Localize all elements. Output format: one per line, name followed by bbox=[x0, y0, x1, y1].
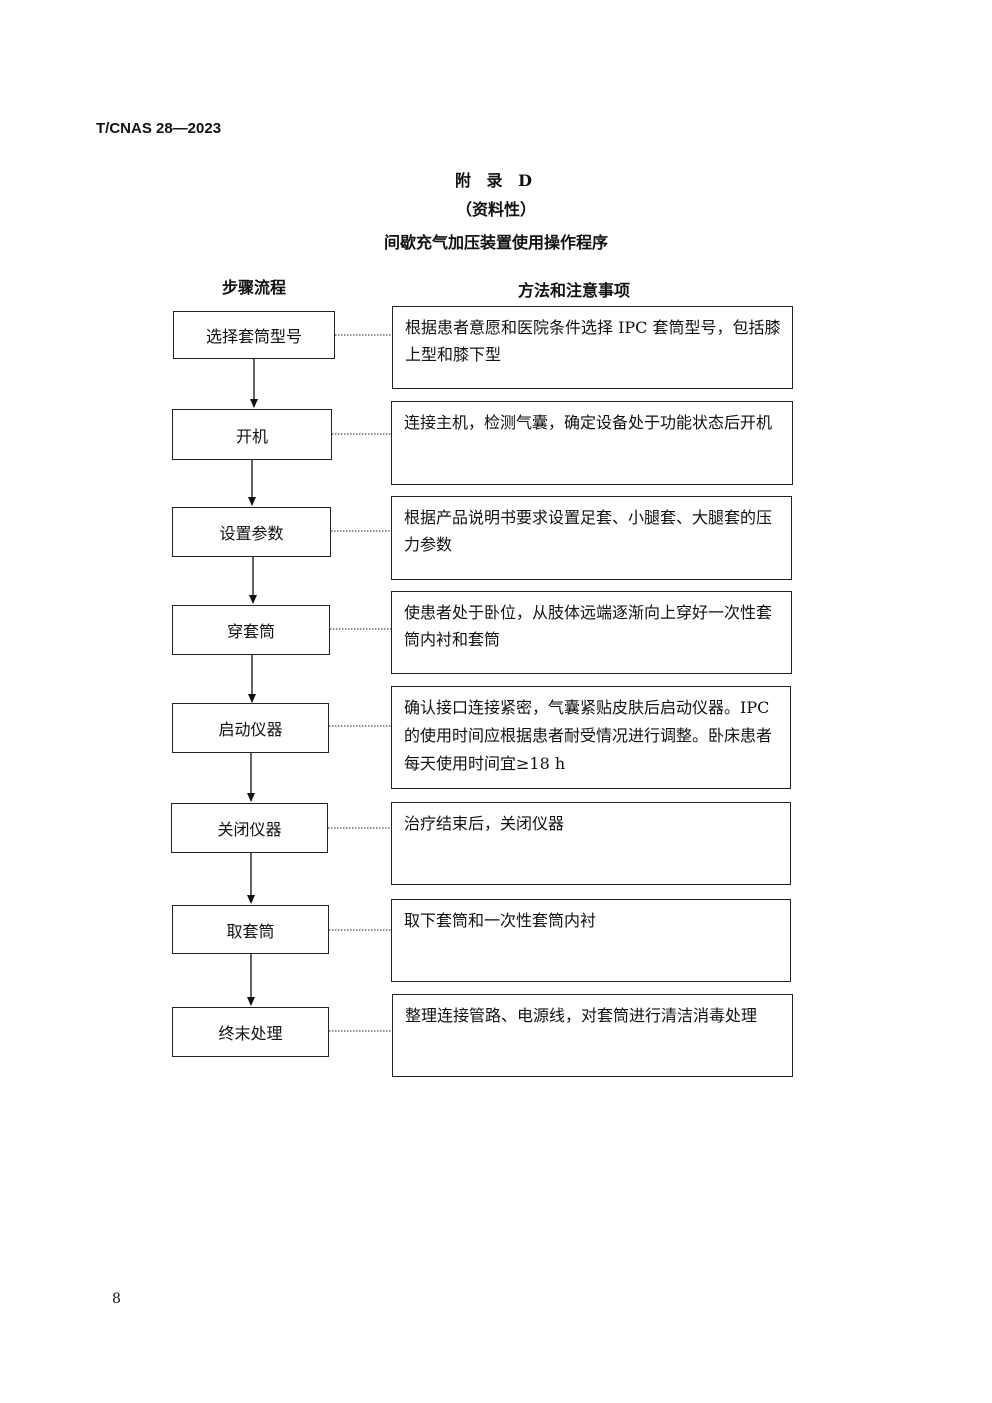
step-label: 终末处理 bbox=[218, 1024, 283, 1043]
document-code: T/CNAS 28—2023 bbox=[96, 120, 222, 137]
note-box-terminal-processing: 整理连接管路、电源线，对套筒进行清洁消毒处理 bbox=[392, 994, 793, 1077]
note-box-remove-sleeve: 取下套筒和一次性套筒内衬 bbox=[391, 899, 791, 982]
note-text: 根据产品说明书要求设置足套、小腿套、大腿套的压力参数 bbox=[404, 508, 773, 554]
note-text: 根据患者意愿和医院条件选择 IPC 套筒型号，包括膝上型和膝下型 bbox=[405, 318, 781, 364]
note-box-set-parameters: 根据产品说明书要求设置足套、小腿套、大腿套的压力参数 bbox=[391, 496, 792, 580]
note-box-select-sleeve: 根据患者意愿和医院条件选择 IPC 套筒型号，包括膝上型和膝下型 bbox=[392, 306, 793, 389]
step-box-power-on: 开机 bbox=[172, 409, 332, 460]
step-label: 关闭仪器 bbox=[217, 820, 282, 839]
note-text: 确认接口连接紧密，气囊紧贴皮肤后启动仪器。IPC 的使用时间应根据患者耐受情况进… bbox=[404, 698, 773, 773]
step-box-select-sleeve: 选择套筒型号 bbox=[173, 311, 335, 359]
step-label: 穿套筒 bbox=[226, 622, 275, 641]
dotted-leaders bbox=[328, 334, 392, 1032]
note-text: 使患者处于卧位，从肢体远端逐渐向上穿好一次性套筒内衬和套筒 bbox=[404, 603, 773, 649]
appendix-title: 附 录 D bbox=[454, 171, 538, 190]
note-text: 治疗结束后，关闭仪器 bbox=[404, 814, 565, 833]
step-box-put-on-sleeve: 穿套筒 bbox=[172, 605, 330, 655]
page-number: 8 bbox=[112, 1291, 121, 1307]
step-box-stop-device: 关闭仪器 bbox=[171, 803, 328, 853]
step-label: 设置参数 bbox=[219, 524, 284, 543]
appendix-nature: （资料性） bbox=[455, 200, 536, 219]
step-box-remove-sleeve: 取套筒 bbox=[172, 905, 329, 954]
step-box-start-device: 启动仪器 bbox=[172, 703, 329, 753]
note-box-put-on-sleeve: 使患者处于卧位，从肢体远端逐渐向上穿好一次性套筒内衬和套筒 bbox=[391, 591, 792, 674]
notes-column-header: 方法和注意事项 bbox=[518, 281, 631, 300]
note-text: 整理连接管路、电源线，对套筒进行清洁消毒处理 bbox=[405, 1006, 758, 1025]
note-box-start-device: 确认接口连接紧密，气囊紧贴皮肤后启动仪器。IPC 的使用时间应根据患者耐受情况进… bbox=[391, 686, 791, 789]
note-text: 连接主机，检测气囊，确定设备处于功能状态后开机 bbox=[404, 413, 773, 432]
flow-arrows bbox=[247, 358, 258, 1006]
step-label: 选择套筒型号 bbox=[205, 327, 302, 346]
step-label: 开机 bbox=[235, 426, 268, 446]
note-text: 取下套筒和一次性套筒内衬 bbox=[404, 911, 597, 930]
note-box-stop-device: 治疗结束后，关闭仪器 bbox=[391, 802, 791, 885]
step-box-terminal-processing: 终末处理 bbox=[172, 1007, 329, 1057]
note-box-power-on: 连接主机，检测气囊，确定设备处于功能状态后开机 bbox=[391, 401, 793, 485]
step-label: 取套筒 bbox=[226, 921, 275, 941]
step-box-set-parameters: 设置参数 bbox=[172, 507, 331, 557]
steps-column-header: 步骤流程 bbox=[222, 278, 287, 297]
page-title: 间歇充气加压装置使用操作程序 bbox=[383, 233, 608, 252]
step-label: 启动仪器 bbox=[218, 720, 283, 739]
